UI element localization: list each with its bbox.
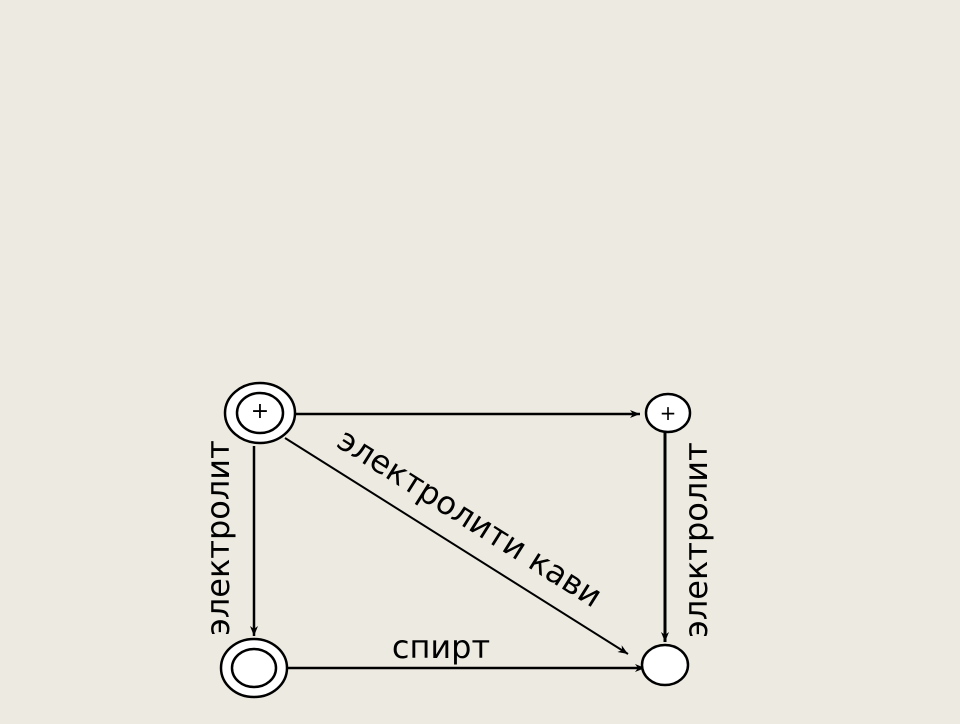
- edge-diagonal: [284, 437, 629, 655]
- node-bottom-left: [219, 637, 289, 699]
- node-top-right-symbol: +: [660, 401, 677, 425]
- node-top-right: +: [644, 392, 692, 434]
- edge-label-right: электролит: [677, 442, 715, 637]
- edge-label-bottom: спирт: [392, 628, 490, 666]
- edge-label-diagonal: электролити кави: [331, 420, 609, 615]
- node-top-left-symbol: +: [251, 399, 269, 424]
- node-top-left: +: [223, 381, 297, 445]
- node-bottom-right: [640, 643, 690, 687]
- edge-label-left: электролит: [199, 440, 237, 635]
